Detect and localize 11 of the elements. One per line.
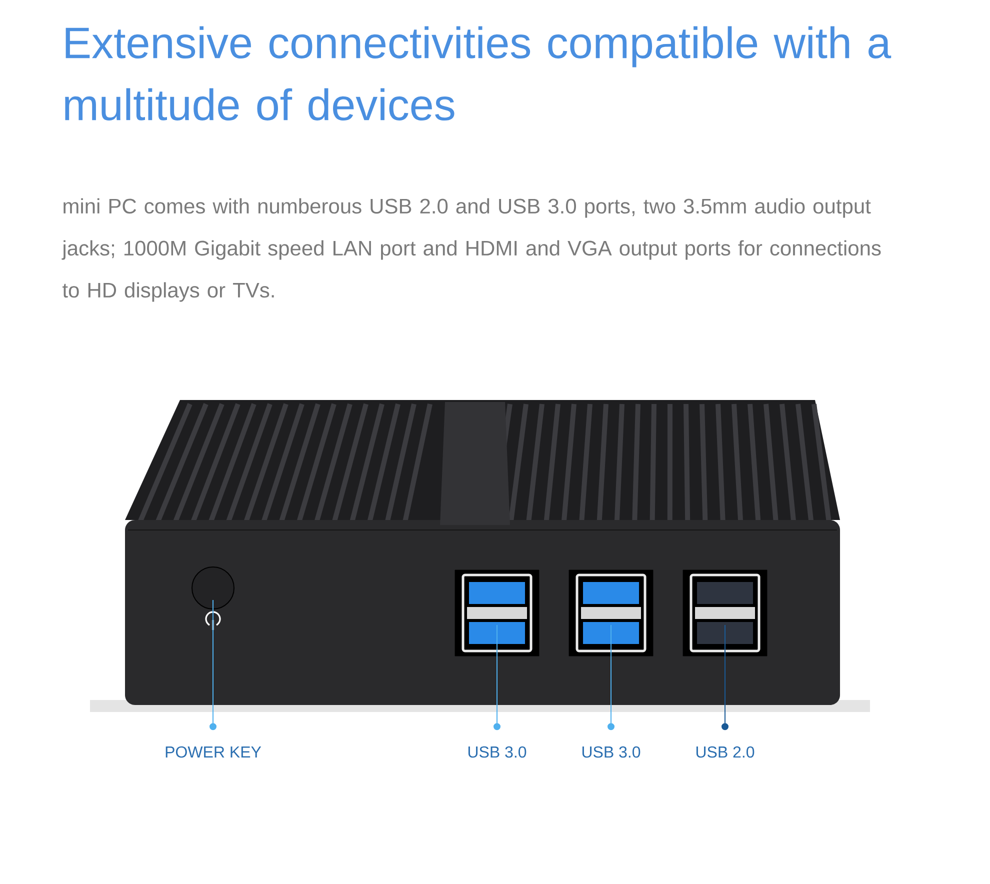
leader-line xyxy=(210,600,216,730)
port-label: USB 3.0 xyxy=(468,746,526,758)
leader-line xyxy=(494,624,500,730)
power-button xyxy=(192,566,234,610)
port-label: USB 2.0 xyxy=(696,746,754,758)
leader-line xyxy=(608,624,614,730)
heading: Extensive connectivities compatible with a multitude of devices xyxy=(65,26,892,120)
port-label: USB 3.0 xyxy=(582,746,640,758)
port-label: POWER KEY xyxy=(166,746,262,758)
leader-line xyxy=(722,624,728,730)
description: mini PC comes with numberous USB 2.0 and USB 3.0 ports, two 3.5mm audio output jacks; 1000M Gigabit speed LAN port and HDMI and VGA output ports for connections to HD displays or TVs. xyxy=(62,198,881,302)
